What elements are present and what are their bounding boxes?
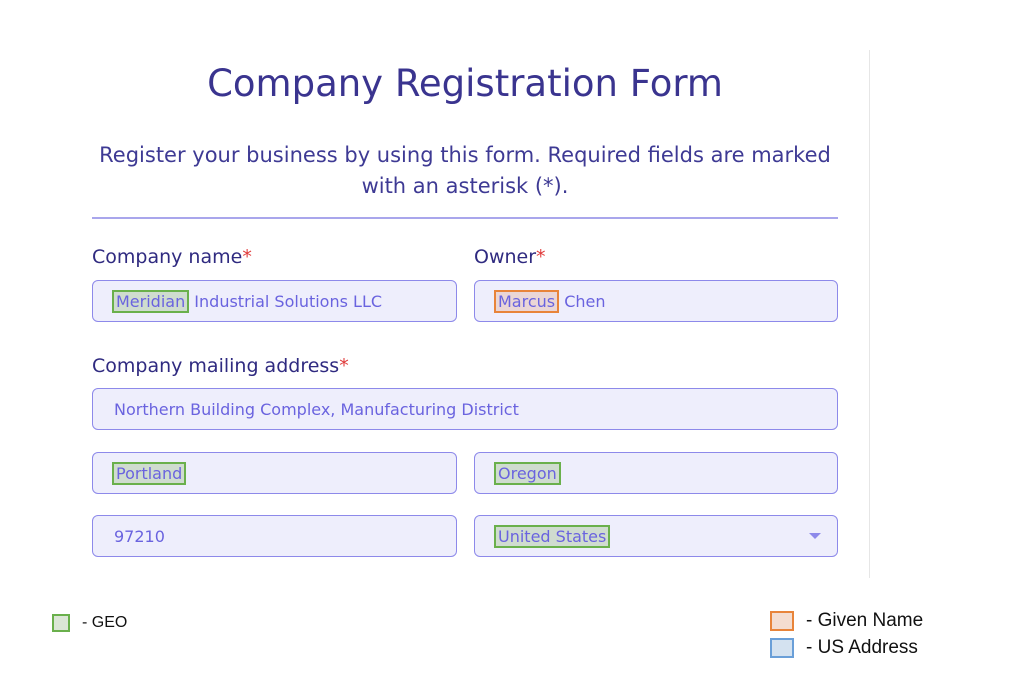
legend-geo: - GEO xyxy=(52,614,127,632)
owner-label: Owner* xyxy=(474,246,546,268)
company-name-input[interactable]: Meridian Industrial Solutions LLC xyxy=(92,280,457,322)
owner-input[interactable]: Marcus Chen xyxy=(474,280,838,322)
us-address-swatch xyxy=(770,638,794,658)
geo-highlight: Portland xyxy=(112,461,187,485)
page-title: Company Registration Form xyxy=(207,62,723,105)
address-label: Company mailing address* xyxy=(92,355,349,377)
given-name-swatch xyxy=(770,611,794,631)
chevron-down-icon xyxy=(809,533,821,539)
divider-vertical xyxy=(869,50,870,578)
legend-us-address: - US Address xyxy=(770,637,918,659)
street-input[interactable]: Northern Building Complex, Manufacturing… xyxy=(92,388,838,430)
geo-highlight: Meridian xyxy=(112,289,190,313)
geo-highlight: United States xyxy=(494,524,611,548)
geo-highlight: Oregon xyxy=(494,461,561,485)
divider xyxy=(92,217,838,219)
form-subtitle: Register your business by using this for… xyxy=(99,143,831,198)
legend-given-name: - Given Name xyxy=(770,610,923,632)
given-name-highlight: Marcus xyxy=(494,289,560,313)
city-input[interactable]: Portland xyxy=(92,452,457,494)
company-name-label: Company name* xyxy=(92,246,252,268)
state-input[interactable]: Oregon xyxy=(474,452,838,494)
zip-input[interactable]: 97210 xyxy=(92,515,457,557)
country-select[interactable]: United States xyxy=(474,515,838,557)
geo-swatch xyxy=(52,614,70,632)
